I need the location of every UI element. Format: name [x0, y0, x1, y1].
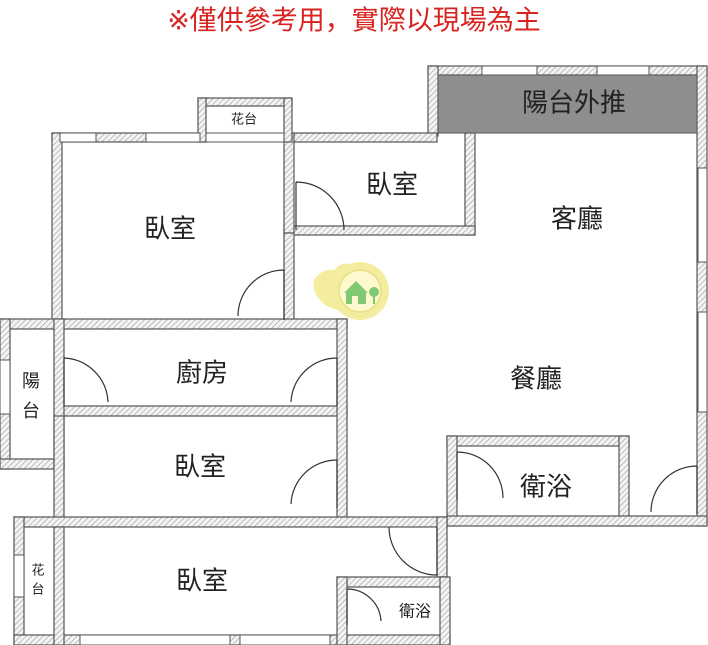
walls: [0, 65, 708, 645]
balcony-extension-area: [437, 74, 698, 134]
balcony-left-label-1: 陽: [22, 371, 40, 392]
doors: [63, 181, 698, 625]
dining-room-label: 餐廳: [510, 365, 562, 395]
balcony-extension-label: 陽台外推: [522, 89, 626, 119]
living-room-label: 客廳: [551, 205, 603, 235]
bedroom-main-label: 臥室: [144, 215, 196, 245]
planter-left-label-1: 花: [31, 563, 44, 579]
balcony-left-label-2: 台: [22, 401, 40, 422]
bedroom-bottom-label: 臥室: [176, 567, 228, 597]
bedroom-small-label: 臥室: [366, 171, 418, 201]
bathroom-main-label: 衛浴: [520, 473, 572, 503]
bedroom-mid-label: 臥室: [174, 453, 226, 483]
notice-text: ※僅供參考用，實際以現場為主: [167, 6, 541, 37]
house-logo-icon: [313, 262, 389, 320]
planter-left-label-2: 台: [31, 583, 44, 598]
bathroom-small-label: 衛浴: [399, 602, 431, 621]
kitchen-label: 廚房: [176, 359, 228, 389]
planter-top-label: 花台: [231, 112, 257, 128]
